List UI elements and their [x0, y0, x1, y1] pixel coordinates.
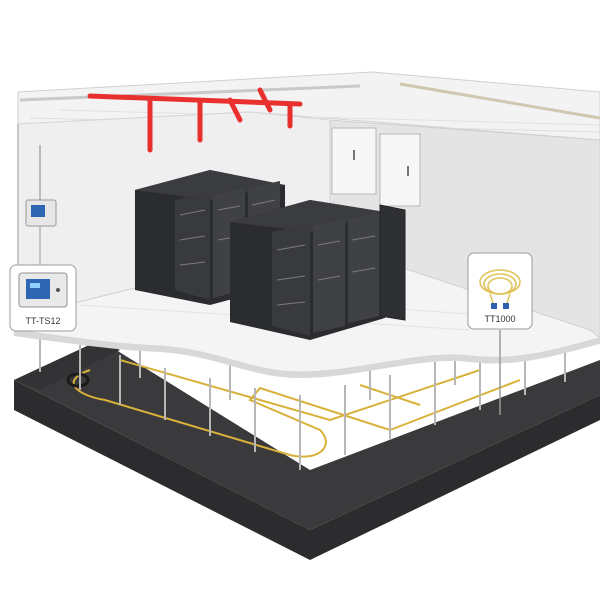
- subfloor-slab: [14, 340, 600, 560]
- panel-callout-label: TT-TS12: [25, 316, 60, 326]
- cable-callout: TT1000: [467, 252, 533, 415]
- panel-callout: TT-TS12: [9, 264, 77, 332]
- floor-cable-reel: [66, 372, 90, 388]
- wall-control-panel: [25, 145, 57, 265]
- server-rack-row-front: [230, 200, 406, 340]
- sprinkler-pipes: [87, 87, 303, 153]
- wall-electrical-cabinets: [331, 127, 421, 207]
- cable-callout-label: TT1000: [484, 314, 515, 324]
- control-panel-icon: [18, 272, 68, 308]
